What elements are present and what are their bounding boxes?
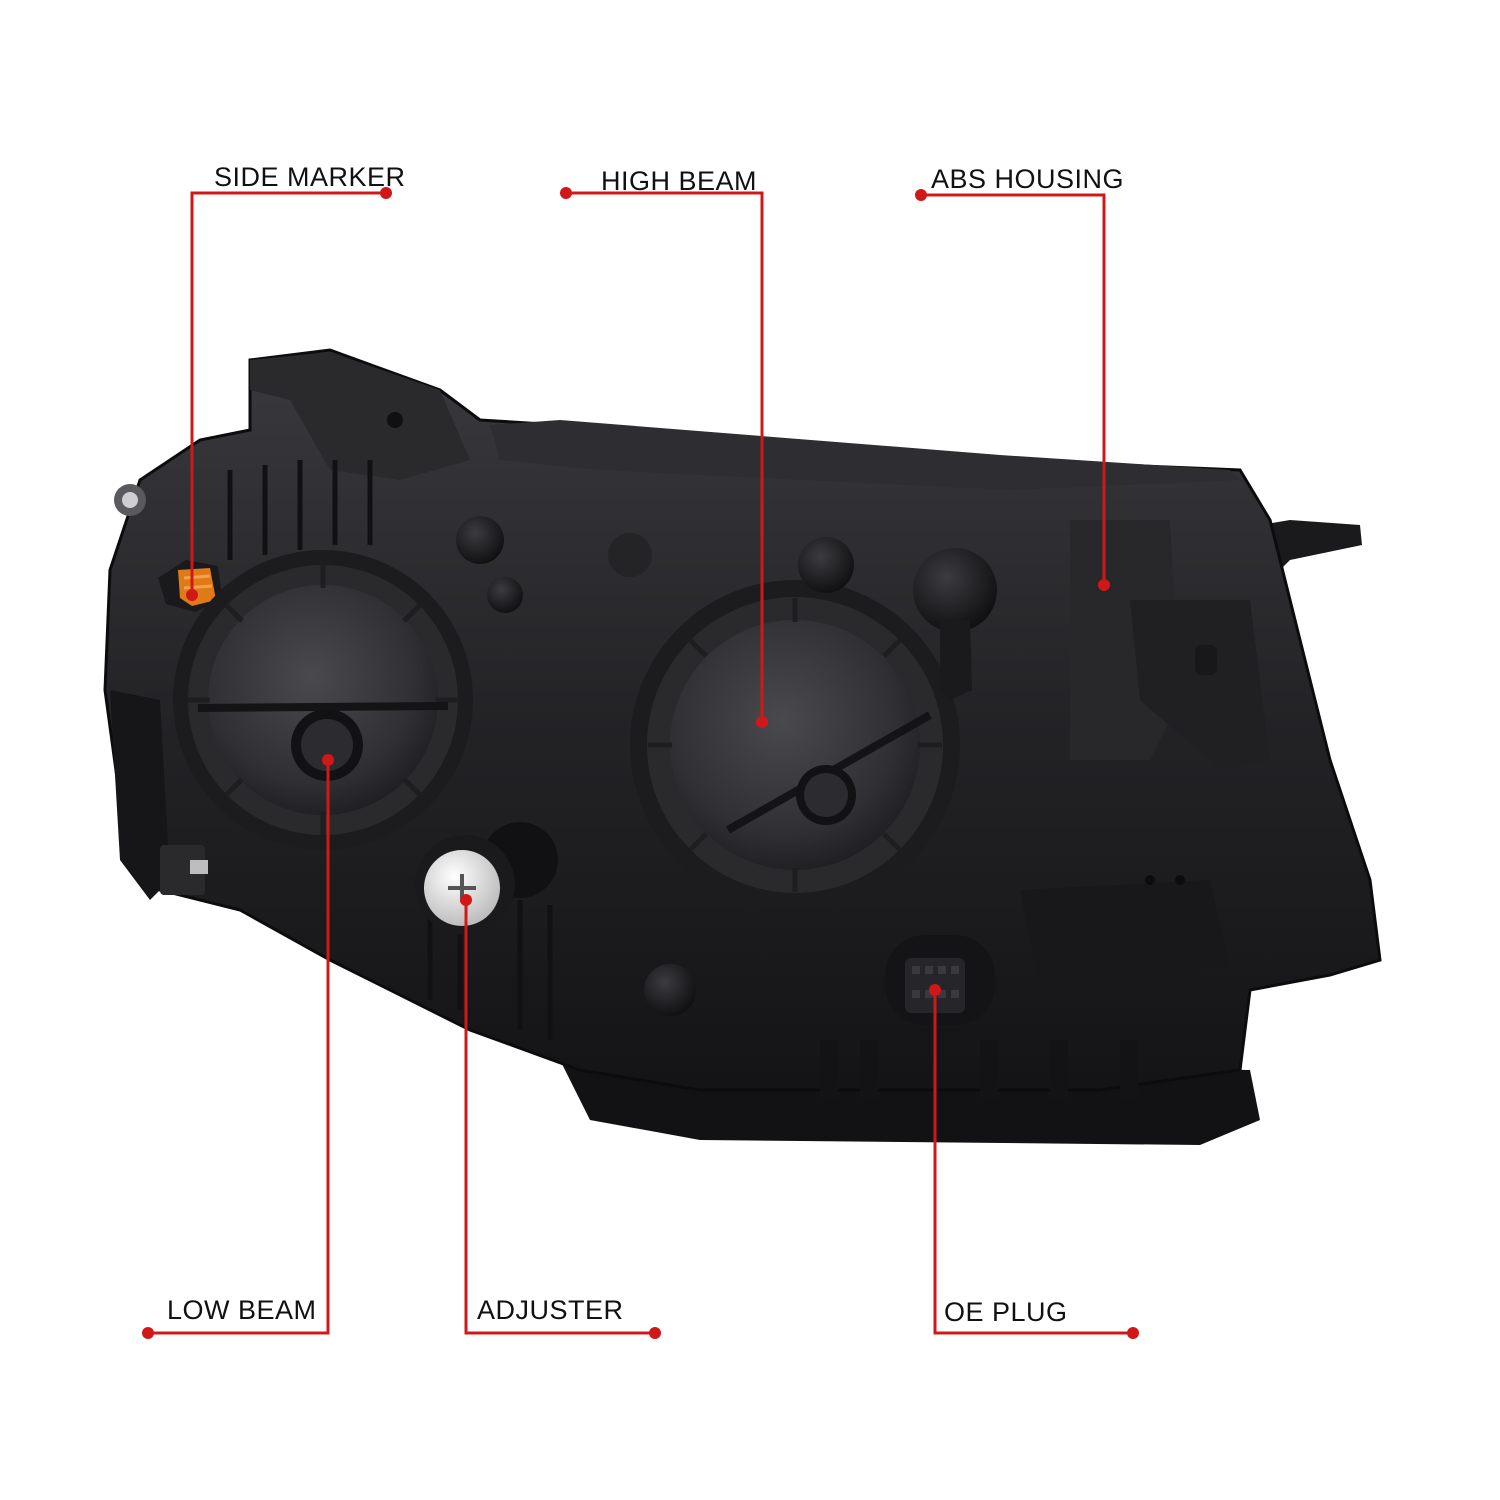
adjuster-dot-target — [460, 894, 472, 906]
high-beam-cap — [630, 580, 960, 910]
adjuster-dot-end — [649, 1327, 661, 1339]
callout-dots — [142, 187, 1139, 1339]
abs-housing-label: ABS HOUSING — [931, 164, 1125, 194]
oe-plug-label: OE PLUG — [944, 1297, 1068, 1327]
oe-plug-connector — [885, 935, 995, 1025]
side-marker-dot-target — [186, 589, 198, 601]
abs-housing-dot-end — [915, 189, 927, 201]
high-beam-dot-target — [756, 716, 768, 728]
low-beam-dot-end — [142, 1327, 154, 1339]
oe-plug-dot-end — [1127, 1327, 1139, 1339]
adjuster-label: ADJUSTER — [477, 1295, 624, 1325]
callout-lines — [148, 191, 1133, 1335]
low-beam-cap — [173, 550, 473, 850]
housing-knobs — [456, 516, 997, 1016]
side-marker-dot-end — [380, 187, 392, 199]
abs-housing-dot-target — [1098, 579, 1110, 591]
low-beam-dot-target — [322, 754, 334, 766]
adjuster-screw — [415, 822, 558, 935]
high-beam-label: HIGH BEAM — [601, 166, 758, 196]
low-beam-label: LOW BEAM — [167, 1295, 317, 1325]
high-beam-dot-end — [560, 187, 572, 199]
side-marker-label: SIDE MARKER — [214, 162, 406, 192]
oe-plug-dot-target — [929, 984, 941, 996]
